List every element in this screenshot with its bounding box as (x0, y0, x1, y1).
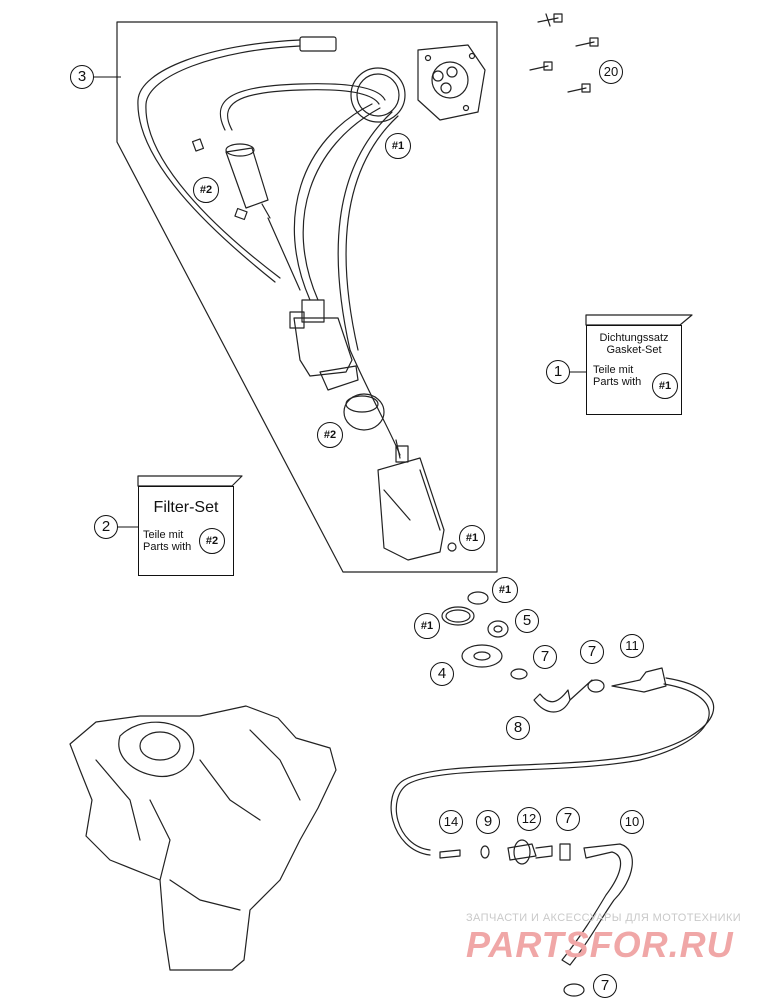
elbow-hose (533, 689, 571, 713)
clamp-a (510, 668, 528, 680)
callout-9: 9 (476, 810, 500, 834)
callout-10: 10 (620, 810, 644, 834)
gasket-box-line-en: Parts with (593, 376, 642, 388)
hose-10 (561, 843, 633, 966)
wiring-harness (137, 39, 301, 283)
callout-1: 1 (546, 360, 570, 384)
watermark-tagline: ЗАПЧАСТИ И АКСЕССУАРЫ ДЛЯ МОТОТЕХНИКИ (466, 912, 742, 924)
o-ring-small (467, 591, 489, 605)
callout-14: 14 (439, 810, 463, 834)
filter-box-title: Filter-Set (153, 499, 219, 516)
flange-gasket (350, 67, 406, 123)
gasket-box-line-de: Teile mit (593, 364, 634, 376)
fuel-hose-a (219, 83, 386, 131)
callout-7a: 7 (533, 645, 557, 669)
clamp-d (563, 983, 585, 997)
o-ring-large (441, 606, 475, 626)
fuel-filter (225, 147, 269, 209)
clamp-c (559, 843, 571, 861)
callout-5: 5 (515, 609, 539, 633)
callout-20: 20 (599, 60, 623, 84)
callout-11: 11 (620, 634, 644, 658)
callout-7b: 7 (580, 640, 604, 664)
ref-1-housing: #1 (459, 525, 485, 551)
small-bolt (439, 849, 461, 859)
gasket-set-box: Dichtungssatz Gasket-Set Teile mit Parts… (586, 325, 682, 415)
callout-12: 12 (517, 807, 541, 831)
fuel-pump (293, 317, 353, 377)
fuel-line (390, 677, 714, 856)
callout-3: 3 (70, 65, 94, 89)
callout-4: 4 (430, 662, 454, 686)
fitting (487, 620, 509, 638)
flange-nut (461, 644, 503, 668)
callout-8: 8 (506, 716, 530, 740)
filter-box-line-de: Teile mit (143, 529, 184, 541)
filter-box-line-en: Parts with (143, 541, 192, 553)
clamp-b (587, 679, 605, 693)
ref-1-oring-large: #1 (414, 613, 440, 639)
quick-connector-upper (611, 667, 667, 693)
gasket-box-depth (585, 314, 693, 326)
filter-box-depth (137, 475, 243, 487)
gasket-box-title-en: Gasket-Set (606, 344, 662, 356)
fuel-tank (69, 705, 337, 971)
callout-7d: 7 (593, 974, 617, 998)
pump-flange (417, 44, 486, 121)
gasket-box-title-de: Dichtungssatz (599, 332, 669, 344)
watermark-logo: PARTSFOR.RU (466, 924, 734, 965)
ref-1-flange: #1 (385, 133, 411, 159)
callout-2: 2 (94, 515, 118, 539)
fuel-hose-b (293, 103, 373, 301)
pump-housing (377, 457, 445, 561)
screws (529, 13, 599, 93)
harness-connector (299, 36, 337, 52)
filter-box-ref: #2 (199, 528, 225, 554)
fuel-hose-c (337, 111, 393, 351)
gasket-box-ref: #1 (652, 373, 678, 399)
pump-assembly-frame (116, 21, 498, 573)
callout-7c: 7 (556, 807, 580, 831)
ref-2-sleeve: #2 (317, 422, 343, 448)
o-ring-9 (480, 845, 490, 859)
pump-sleeve (343, 393, 385, 431)
ref-1-oring-small: #1 (492, 577, 518, 603)
ref-2-filter: #2 (193, 177, 219, 203)
quick-connector-lower (507, 843, 537, 861)
